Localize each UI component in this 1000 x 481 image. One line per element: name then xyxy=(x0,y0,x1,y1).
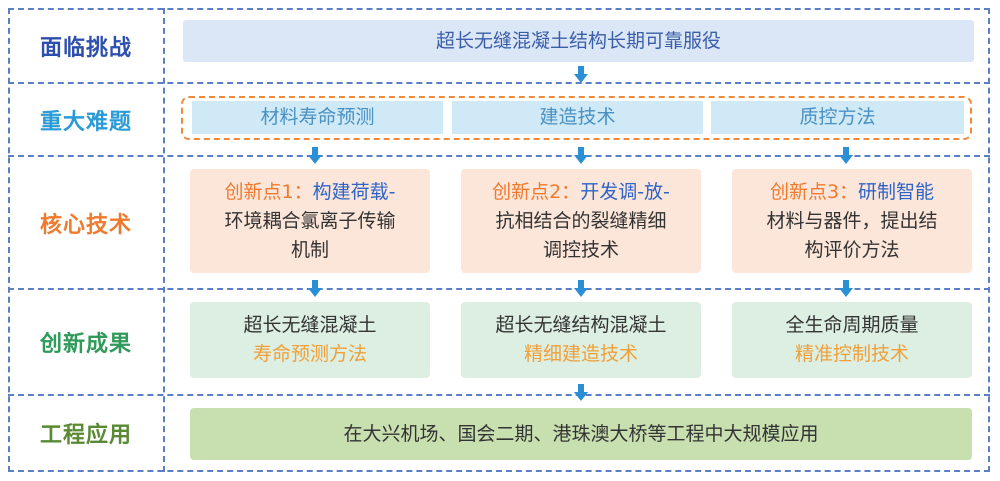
result-box: 全生命周期质量 精准控制技术 xyxy=(732,302,972,378)
difficulty-group xyxy=(181,96,972,140)
row-label-difficulty: 重大难题 xyxy=(39,109,132,135)
innovation-line: 抗相结合的裂缝精细 xyxy=(495,209,667,232)
result-sub: 寿命预测方法 xyxy=(252,343,367,365)
innovation-line: 构建荷载- xyxy=(312,180,396,203)
diagram-frame xyxy=(8,8,990,472)
row-divider xyxy=(8,82,990,84)
row-divider xyxy=(8,394,990,396)
difficulty-label: 建造技术 xyxy=(539,106,616,128)
arrow-down-icon xyxy=(308,147,322,164)
row-label-challenge: 面临挑战 xyxy=(39,36,132,61)
innovation-line: 研制智能 xyxy=(858,180,935,203)
result-main: 超长无缝混凝土 xyxy=(243,314,377,336)
innovation-line: 开发调-放- xyxy=(580,180,670,203)
row-divider xyxy=(8,155,990,157)
application-banner: 在大兴机场、国会二期、港珠澳大桥等工程中大规模应用 xyxy=(190,408,972,460)
arrow-down-icon xyxy=(839,280,853,297)
arrow-down-icon xyxy=(839,147,853,164)
row-label-application: 工程应用 xyxy=(39,423,132,448)
innovation-box: 创新点2：开发调-放- 抗相结合的裂缝精细 调控技术 xyxy=(461,169,701,273)
difficulty-label: 材料寿命预测 xyxy=(260,106,375,128)
difficulty-item: 材料寿命预测 xyxy=(192,101,443,134)
innovation-line: 环境耦合氯离子传输 xyxy=(224,209,396,232)
difficulty-item: 质控方法 xyxy=(711,101,964,134)
innovation-line: 调控技术 xyxy=(542,238,619,261)
arrow-down-icon xyxy=(574,384,588,401)
innovation-line: 机制 xyxy=(290,238,329,261)
challenge-banner: 超长无缝混凝土结构长期可靠服役 xyxy=(183,20,974,62)
result-main: 全生命周期质量 xyxy=(785,314,919,336)
row-label-result: 创新成果 xyxy=(39,332,132,357)
row-divider xyxy=(8,288,990,290)
innovation-box: 创新点3：研制智能 材料与器件，提出结 构评价方法 xyxy=(732,169,972,273)
result-sub: 精准控制技术 xyxy=(794,343,909,365)
innovation-prefix: 创新点2： xyxy=(492,180,581,203)
result-box: 超长无缝结构混凝土 精细建造技术 xyxy=(461,302,701,378)
result-box: 超长无缝混凝土 寿命预测方法 xyxy=(190,302,430,378)
innovation-line: 构评价方法 xyxy=(804,238,900,261)
innovation-prefix: 创新点1： xyxy=(224,180,313,203)
row-label-core: 核心技术 xyxy=(39,212,132,238)
arrow-down-icon xyxy=(574,147,588,164)
innovation-box: 创新点1：构建荷载- 环境耦合氯离子传输 机制 xyxy=(190,169,430,273)
result-sub: 精细建造技术 xyxy=(523,343,638,365)
innovation-line: 材料与器件，提出结 xyxy=(766,209,938,232)
difficulty-item: 建造技术 xyxy=(452,101,703,134)
difficulty-label: 质控方法 xyxy=(799,106,876,128)
innovation-prefix: 创新点3： xyxy=(769,180,859,203)
arrow-down-icon xyxy=(574,280,588,297)
arrow-down-icon xyxy=(308,280,322,297)
application-text: 在大兴机场、国会二期、港珠澳大桥等工程中大规模应用 xyxy=(343,422,819,445)
label-column-divider xyxy=(163,8,165,472)
result-main: 超长无缝结构混凝土 xyxy=(495,314,667,336)
arrow-down-icon xyxy=(574,66,588,83)
challenge-text: 超长无缝混凝土结构长期可靠服役 xyxy=(435,29,721,52)
